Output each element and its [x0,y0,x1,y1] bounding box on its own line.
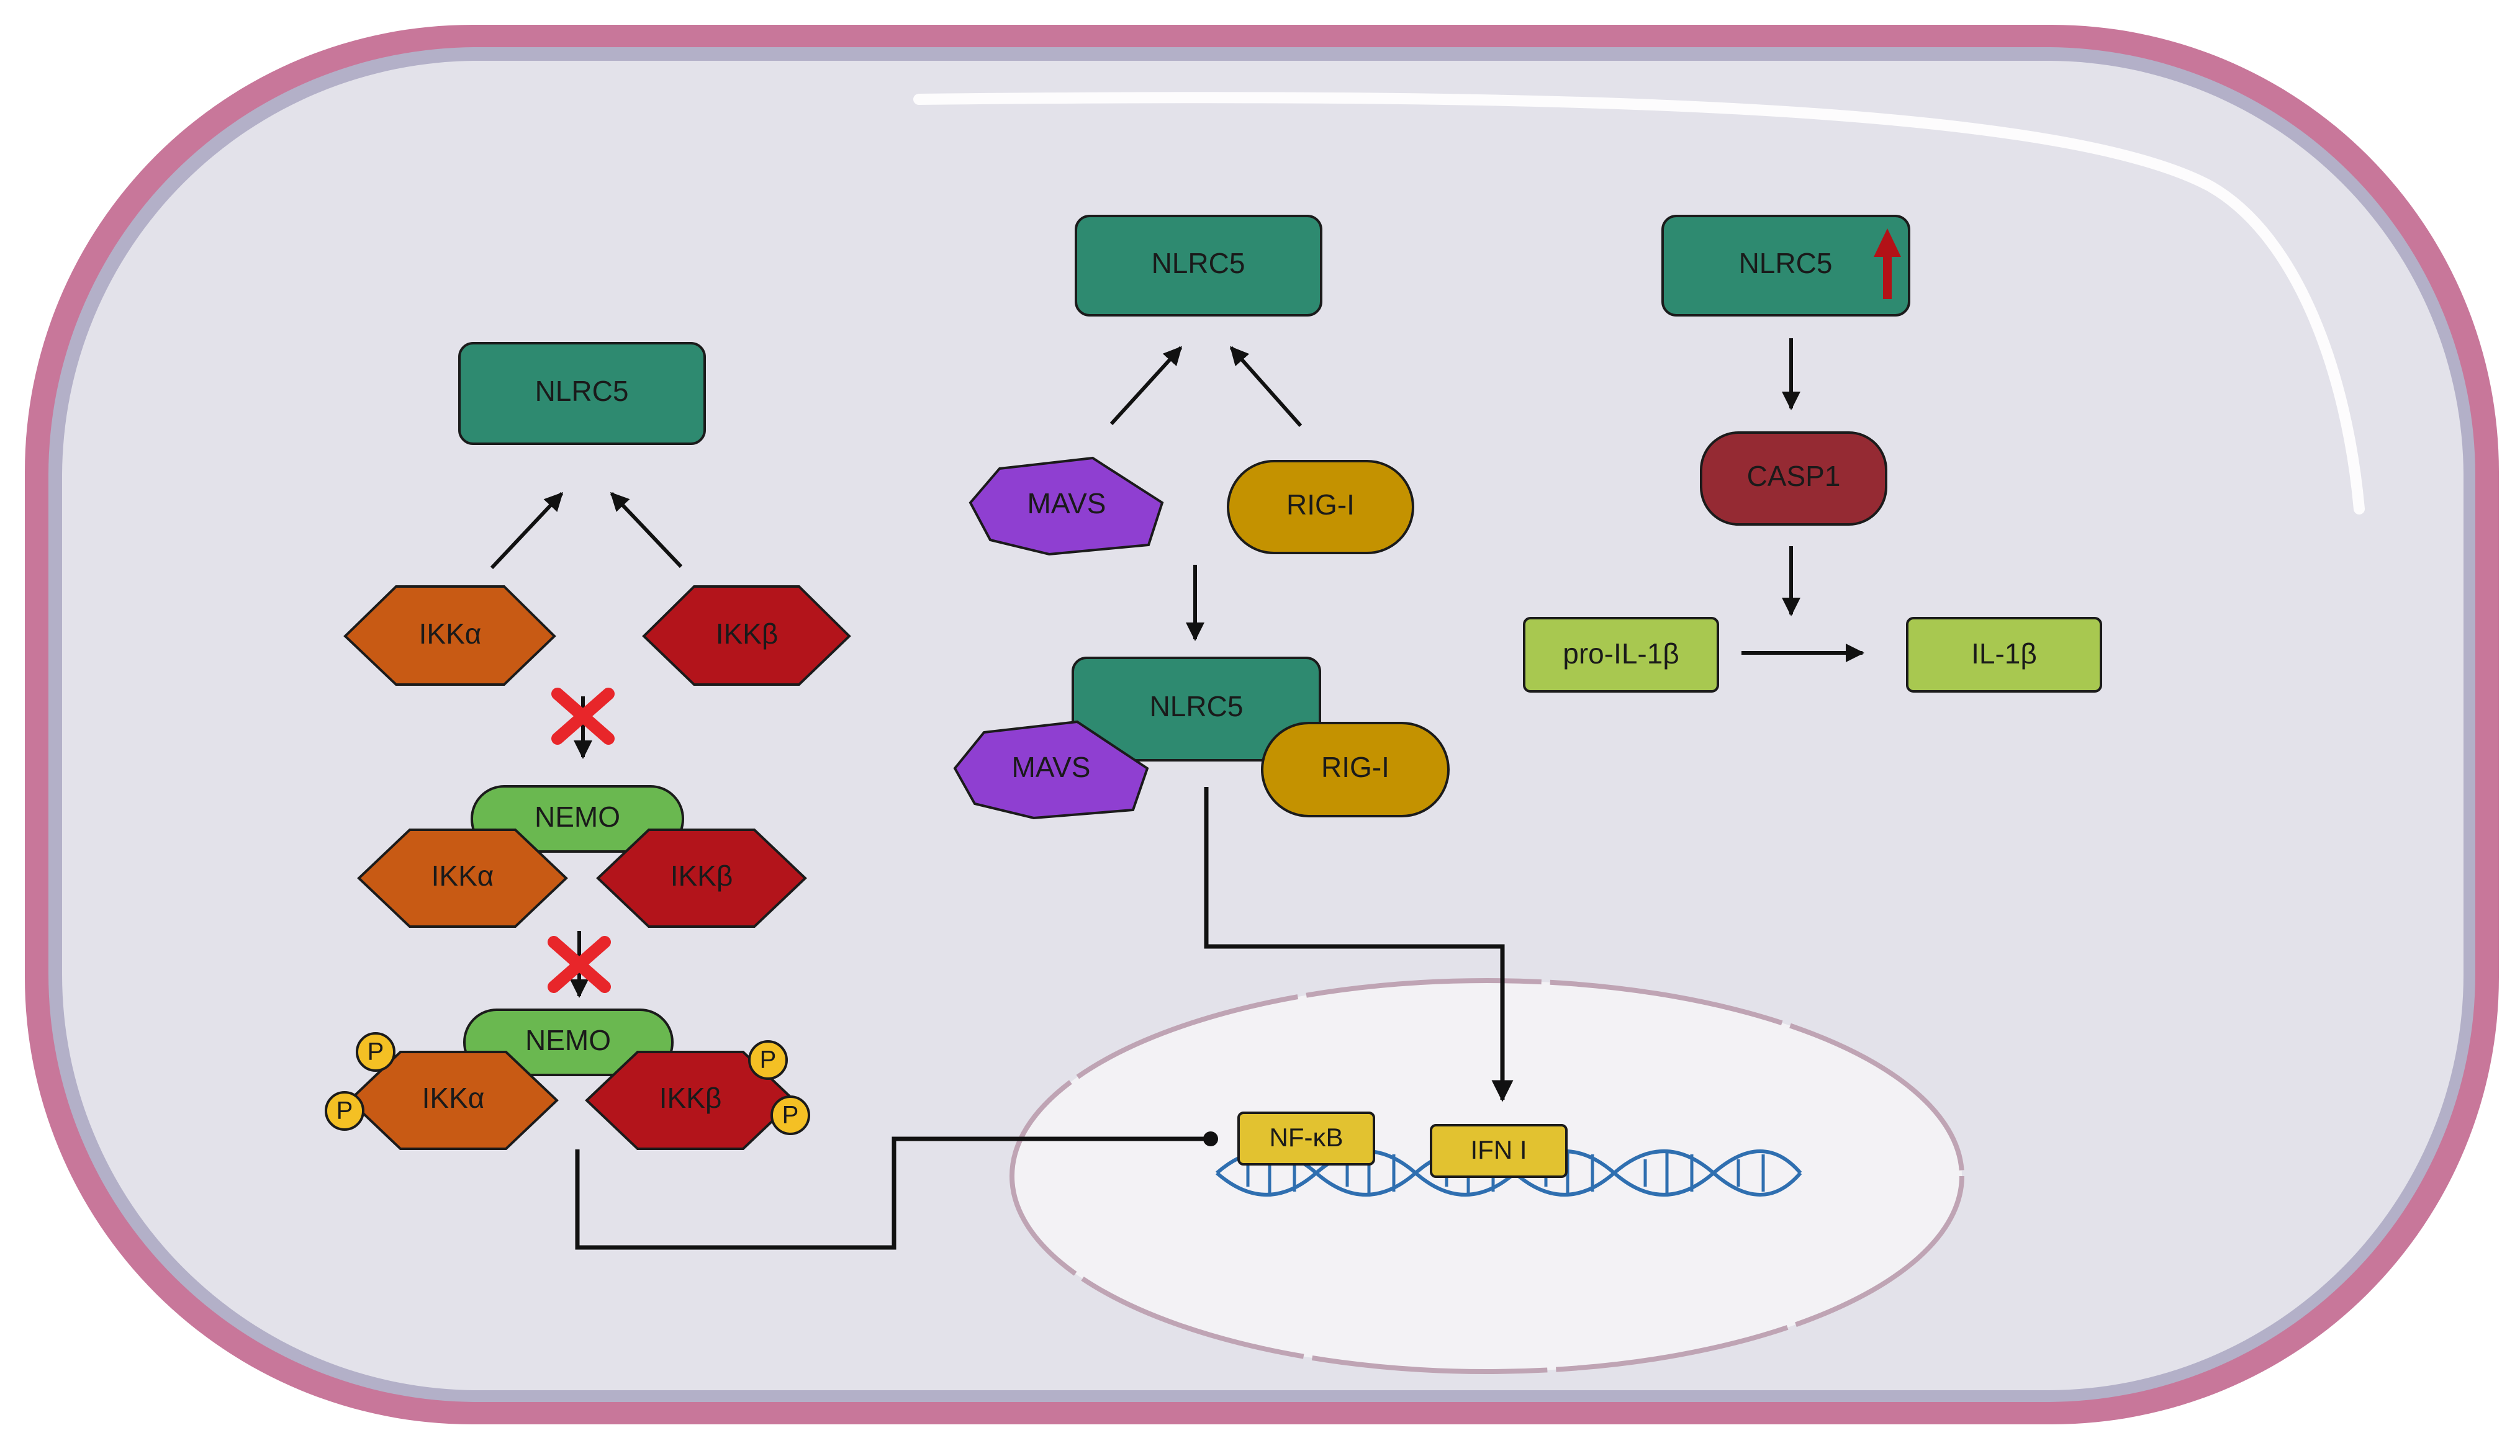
middle-pathway: NLRC5 MAVS RIG-I NLRC5 MAVS RIG-I [953,215,1514,1102]
rig-i-label: RIG-I [1286,488,1355,521]
inhibition-x-2 [548,931,611,998]
phospho-p-3: P [748,1040,788,1080]
middle-nlrc5-label: NLRC5 [1152,247,1245,279]
ikk-alpha-label: IKKα [419,618,482,650]
ikk-beta-label: IKKβ [716,618,779,650]
inhibition-x-1 [551,688,615,759]
connector-to-nfkb [575,1136,1209,1250]
casp1-label: CASP1 [1747,460,1841,492]
svg-text:P: P [782,1102,799,1129]
nemo-complex: NEMO IKKα IKKβ [357,785,807,928]
nemo-ikk-beta-label: IKKβ [671,860,733,892]
right-nlrc5-box: NLRC5 [1661,215,1910,317]
mavs-heptagon: MAVS [969,456,1164,556]
pro-il1b-box: pro-IL-1β [1523,617,1719,693]
pro-il1b-label: pro-IL-1β [1563,637,1679,670]
connector-to-ifn [1204,787,1514,1102]
middle-nlrc5-box: NLRC5 [1075,215,1322,317]
nemo-ikk-alpha-label: IKKα [431,860,494,892]
ifn-label: IFN I [1471,1135,1527,1164]
membrane-highlight [913,92,2365,515]
ikk-alpha-hexagon: IKKα [343,585,556,686]
phospho-complex: NEMO IKKα IKKβ P P P P [325,1009,810,1150]
phospho-ikk-alpha-label: IKKα [422,1082,485,1114]
left-nlrc5-label: NLRC5 [535,375,629,407]
complex-nlrc5-label: NLRC5 [1150,690,1244,722]
nfkb-box: NF-κB [1237,1112,1375,1166]
complex-mavs-label: MAVS [1012,751,1091,783]
left-nlrc5-box: NLRC5 [458,342,706,445]
arrow-rigi-to-nlrc5 [1229,346,1303,427]
ikk-beta-hexagon: IKKβ [642,585,851,686]
nfkb-label: NF-κB [1270,1123,1344,1152]
phospho-p-4: P [770,1095,810,1135]
left-pathway: NLRC5 IKKα IKKβ NEMO IKKα IKKβ [325,342,1218,1250]
il1b-label: IL-1β [1971,637,2037,670]
rig-i-pill: RIG-I [1227,460,1414,554]
mavs-label: MAVS [1027,487,1106,519]
complex-rig-i-label: RIG-I [1321,751,1389,783]
arrow-mavs-to-nlrc5 [1109,346,1183,426]
arrow-ikka-to-nlrc5 [490,492,564,570]
arrow-ikkb-to-nlrc5 [610,492,683,568]
phospho-p-2: P [325,1091,364,1131]
casp1-pill: CASP1 [1700,431,1887,526]
upregulated-arrow-icon [1874,228,1901,299]
phospho-ikk-beta-label: IKKβ [659,1082,722,1114]
svg-text:P: P [760,1046,777,1074]
right-pathway: NLRC5 CASP1 pro-IL-1β IL-1β [1523,215,2102,693]
svg-text:P: P [368,1038,384,1066]
svg-text:P: P [336,1097,353,1125]
ifn-box: IFN I [1430,1124,1568,1178]
il1b-box: IL-1β [1906,617,2102,693]
phospho-p-1: P [356,1032,395,1072]
right-nlrc5-label: NLRC5 [1739,247,1833,279]
nemo-label: NEMO [535,801,620,833]
nlrc5-mavs-rigi-complex: NLRC5 MAVS RIG-I [953,657,1450,820]
connector-end-dot [1203,1131,1218,1146]
phospho-nemo-label: NEMO [525,1024,611,1056]
